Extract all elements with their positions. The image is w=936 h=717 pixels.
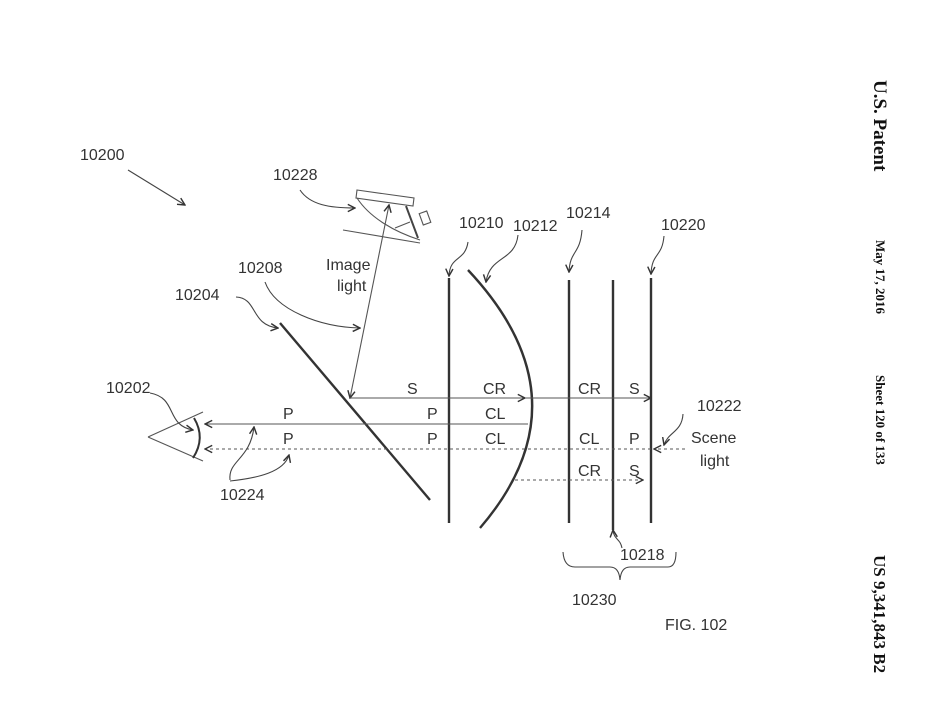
label-p: P bbox=[427, 431, 438, 448]
label-cl: CL bbox=[485, 431, 506, 448]
label-s: S bbox=[407, 381, 418, 398]
label-cr: CR bbox=[483, 381, 506, 398]
image-light-ray bbox=[350, 205, 389, 398]
ref-10214: 10214 bbox=[566, 205, 611, 222]
pointer-10214 bbox=[569, 229, 583, 272]
label-s: S bbox=[629, 463, 640, 480]
header-patent-number: US 9,341,843 B2 bbox=[870, 555, 889, 673]
header-date: May 17, 2016 bbox=[873, 240, 888, 315]
pointer-10218 bbox=[613, 530, 623, 549]
label-p: P bbox=[283, 406, 294, 423]
ref-10202: 10202 bbox=[106, 380, 151, 397]
pointer-10220 bbox=[651, 235, 665, 274]
ref-10200: 10200 bbox=[80, 147, 125, 164]
ref-10220: 10220 bbox=[661, 217, 706, 234]
pointer-10208 bbox=[264, 281, 360, 328]
ref-10222: 10222 bbox=[697, 398, 742, 415]
label-cl: CL bbox=[485, 406, 506, 423]
pointer-10210 bbox=[449, 241, 469, 276]
label-p: P bbox=[629, 431, 640, 448]
eye bbox=[147, 411, 204, 462]
label-cr: CR bbox=[578, 463, 601, 480]
label-s: S bbox=[629, 381, 640, 398]
polarization-labels: S CR CR S P P CL P P CL CL P CR S bbox=[283, 381, 640, 480]
pointer-10200 bbox=[127, 169, 185, 205]
image-light-line2: light bbox=[337, 278, 367, 295]
ref-10212: 10212 bbox=[513, 218, 558, 235]
label-cl: CL bbox=[579, 431, 600, 448]
figure-caption: FIG. 102 bbox=[665, 617, 727, 634]
ref-10210: 10210 bbox=[459, 215, 504, 232]
ref-10208: 10208 bbox=[238, 260, 283, 277]
pointer-10222 bbox=[664, 413, 684, 445]
label-p: P bbox=[427, 406, 438, 423]
header-title: U.S. Patent bbox=[869, 80, 890, 172]
ref-10224: 10224 bbox=[220, 487, 265, 504]
ref-10204: 10204 bbox=[175, 287, 220, 304]
pointer-10212 bbox=[486, 234, 519, 282]
combiner-plate bbox=[279, 322, 431, 501]
label-cr: CR bbox=[578, 381, 601, 398]
curved-mirror-10212 bbox=[467, 269, 534, 529]
label-p: P bbox=[283, 431, 294, 448]
ref-10228: 10228 bbox=[273, 167, 318, 184]
image-light-line1: Image bbox=[326, 257, 371, 274]
pointer-10224-b bbox=[229, 455, 289, 482]
brace-10230 bbox=[562, 551, 677, 581]
scene-light-line2: light bbox=[700, 453, 730, 470]
pointer-10202 bbox=[149, 392, 193, 430]
ref-10230: 10230 bbox=[572, 592, 617, 609]
scene-light-line1: Scene bbox=[691, 430, 736, 447]
ref-10218: 10218 bbox=[620, 547, 665, 564]
header-sheet: Sheet 120 of 133 bbox=[873, 375, 888, 465]
pointer-10228 bbox=[299, 189, 355, 208]
pointer-10204 bbox=[235, 296, 278, 328]
pointer-10224-a bbox=[229, 427, 254, 481]
